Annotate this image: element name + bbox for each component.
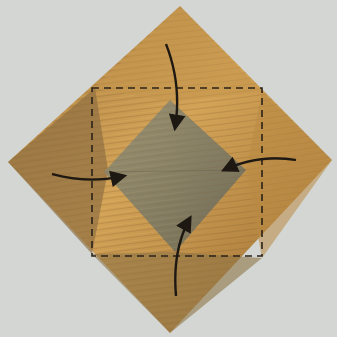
- shadow-left: [8, 88, 108, 254]
